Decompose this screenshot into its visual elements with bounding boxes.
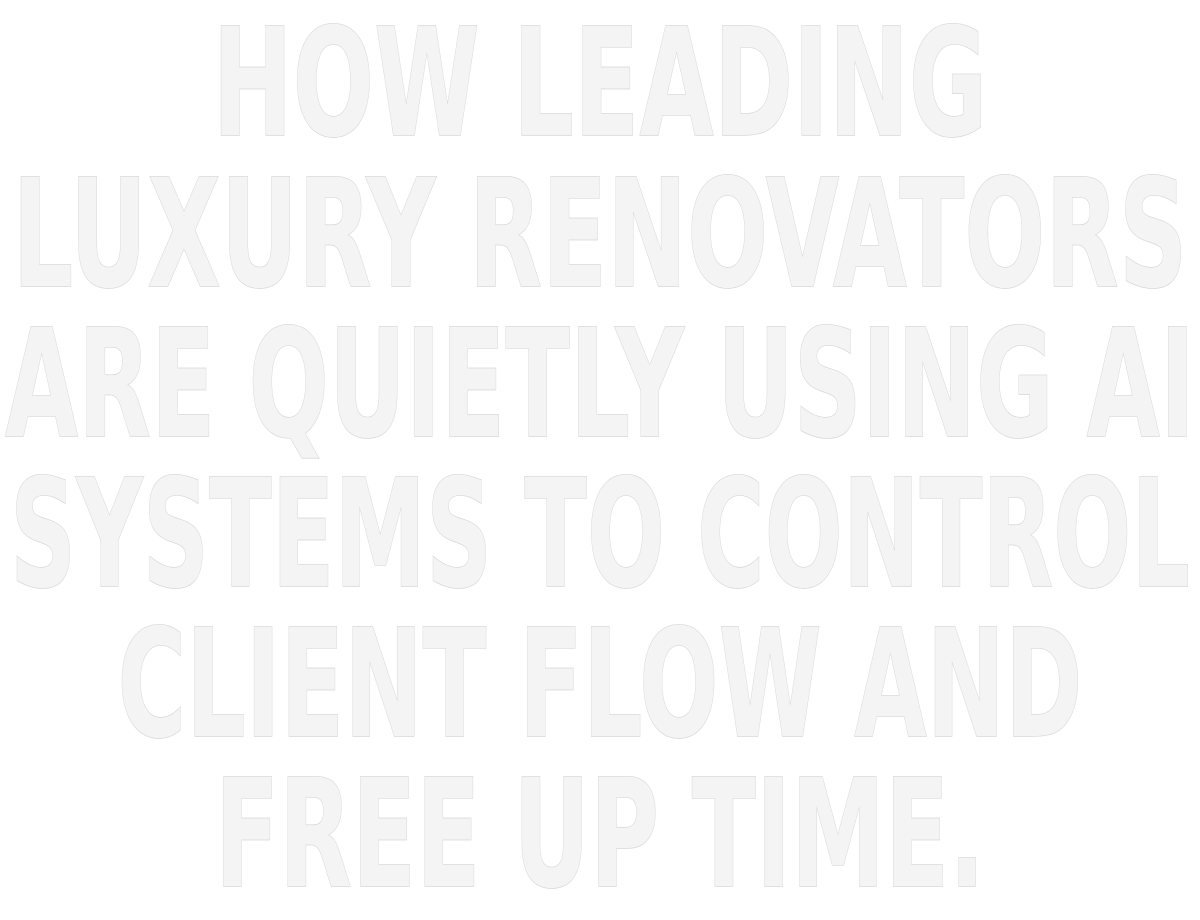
headline-line-2: LUXURY RENOVATORS <box>13 148 1188 322</box>
headline-line-1: HOW LEADING <box>213 0 988 171</box>
headline-line-3: ARE QUIETLY USING AI <box>5 298 1195 472</box>
headline-line-5: CLIENT FLOW AND <box>118 598 1083 772</box>
headline-line-6: FREE UP TIME. <box>215 748 985 920</box>
headline-line-4: SYSTEMS TO CONTROL <box>10 448 1190 622</box>
